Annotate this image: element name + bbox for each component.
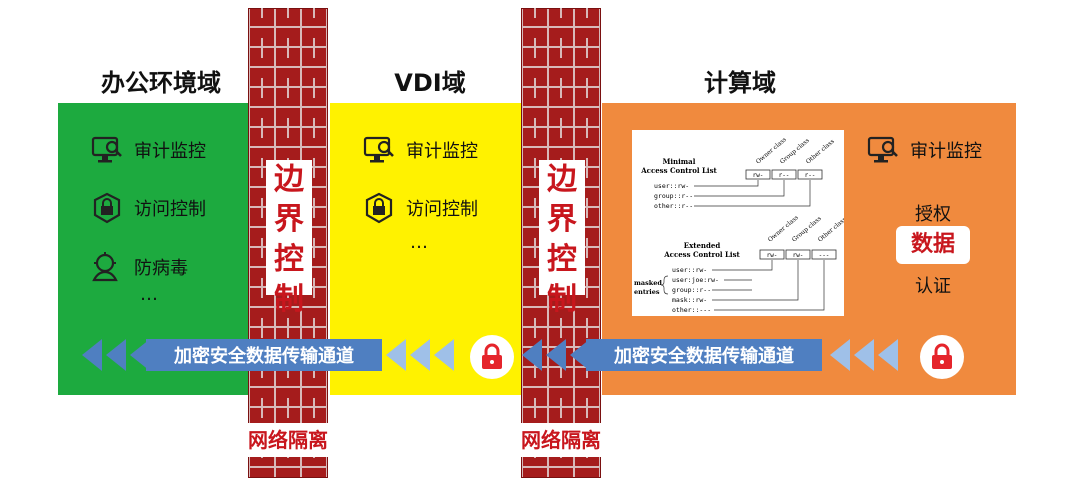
- acl-min-entry-2: group::r--: [654, 192, 693, 200]
- office-audit-item: 审计监控: [90, 133, 206, 167]
- office-antivirus-item: 防病毒: [90, 250, 188, 284]
- vdi-access-item: 访问控制: [362, 191, 478, 225]
- boundary-control-label-left: 边界控制: [266, 160, 312, 317]
- channel-right-arrows-back: [522, 339, 594, 371]
- vdi-audit-label: 审计监控: [406, 141, 478, 162]
- acl-extended-title-1: Extended: [684, 241, 721, 250]
- acl-masked-label-1: masked: [634, 279, 662, 287]
- compute-zone-title: 计算域: [704, 69, 776, 97]
- network-isolation-label-left: 网络隔离: [240, 423, 336, 457]
- acl-ext-entry-3: group::r--: [672, 286, 711, 294]
- acl-ext-entry-5: other::---: [672, 306, 711, 314]
- acl-extended-title-2: Access Control List: [663, 250, 740, 259]
- monitor-audit-icon: [363, 136, 394, 163]
- acl-minimal-cell-2: r--: [779, 172, 790, 179]
- compute-audit-label: 审计监控: [910, 141, 982, 162]
- auth-grant-label: 授权: [915, 204, 951, 225]
- vdi-access-label: 访问控制: [406, 199, 478, 220]
- lock-icon: [920, 335, 964, 379]
- channel-right-arrows-front: [830, 339, 902, 371]
- channel-left-arrows-back: [82, 339, 154, 371]
- channel-left-arrows-front: [386, 339, 458, 371]
- network-isolation-label-right: 网络隔离: [513, 423, 609, 457]
- boundary-control-label-right: 边界控制: [539, 160, 585, 317]
- acl-minimal-title-1: Minimal: [663, 157, 696, 166]
- office-more: …: [140, 284, 159, 305]
- shield-lock-icon: [365, 192, 393, 224]
- acl-extended-cell-2: rw-: [793, 252, 804, 259]
- acl-extended-cell-1: rw-: [767, 252, 778, 259]
- vdi-more: …: [410, 232, 429, 253]
- acl-extended-cell-3: ---: [819, 252, 830, 259]
- data-badge: 数据: [896, 226, 970, 264]
- acl-minimal-cell-3: r--: [805, 172, 816, 179]
- secure-channel-right: 加密安全数据传输通道: [586, 339, 822, 371]
- office-antivirus-label: 防病毒: [134, 258, 188, 279]
- secure-channel-left: 加密安全数据传输通道: [146, 339, 382, 371]
- auth-verify-label: 认证: [915, 276, 951, 297]
- acl-ext-entry-4: mask::rw-: [672, 296, 707, 304]
- acl-diagram: Minimal Access Control List Owner class …: [632, 130, 848, 316]
- compute-audit-item: 审计监控: [866, 133, 982, 167]
- monitor-audit-icon: [91, 136, 122, 163]
- acl-ext-entry-1: user::rw-: [672, 266, 707, 274]
- acl-minimal-title-2: Access Control List: [640, 166, 717, 175]
- office-access-label: 访问控制: [134, 199, 206, 220]
- acl-masked-label-2: entries: [634, 288, 660, 296]
- acl-minimal-cell-1: rw-: [753, 172, 764, 179]
- office-access-item: 访问控制: [90, 191, 206, 225]
- vdi-zone-title: VDI域: [394, 69, 466, 97]
- shield-lock-icon: [93, 192, 121, 224]
- acl-ext-entry-2: user:joe:rw-: [672, 276, 719, 284]
- office-audit-label: 审计监控: [134, 141, 206, 162]
- vdi-audit-item: 审计监控: [362, 133, 478, 167]
- acl-diagram-svg: Minimal Access Control List Owner class …: [634, 136, 848, 314]
- monitor-audit-icon: [867, 136, 898, 163]
- acl-min-entry-1: user::rw-: [654, 182, 689, 190]
- acl-min-entry-3: other::r--: [654, 202, 693, 210]
- virus-shield-icon: [92, 252, 118, 282]
- lock-icon: [470, 335, 514, 379]
- office-zone-title: 办公环境域: [101, 69, 221, 97]
